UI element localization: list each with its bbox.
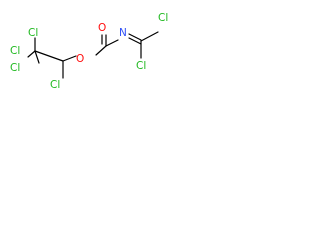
bond-lines [27, 31, 159, 79]
atom-cl-lower: Cl [50, 79, 60, 91]
bond-c1-cl-lower [34, 50, 40, 64]
atom-labels: Cl Cl Cl Cl O O N Cl Cl [10, 12, 168, 91]
bond-c4-cl-top [140, 31, 159, 42]
atom-cl-right-top: Cl [158, 12, 168, 24]
bond-n-c4-double-a [128, 33, 142, 41]
bond-c3-n [105, 39, 119, 47]
atom-cl-left-mid: Cl [10, 62, 20, 74]
bond-n-c4-double-b [128, 37, 142, 45]
atom-cl-left-top: Cl [10, 45, 20, 57]
bond-c2-o [62, 55, 77, 62]
atom-n-imine: N [119, 27, 127, 39]
atom-o-ester: O [76, 53, 84, 65]
atom-cl-top-left: Cl [28, 27, 38, 39]
molecule-structure: Cl Cl Cl Cl O O N Cl Cl [10, 12, 168, 91]
bond-o-c3 [95, 45, 107, 56]
atom-cl-right-bottom: Cl [136, 60, 146, 72]
atom-o-carbonyl: O [98, 22, 106, 34]
bond-c1-c2 [34, 50, 64, 62]
bond-c1-cl-left [27, 50, 36, 58]
